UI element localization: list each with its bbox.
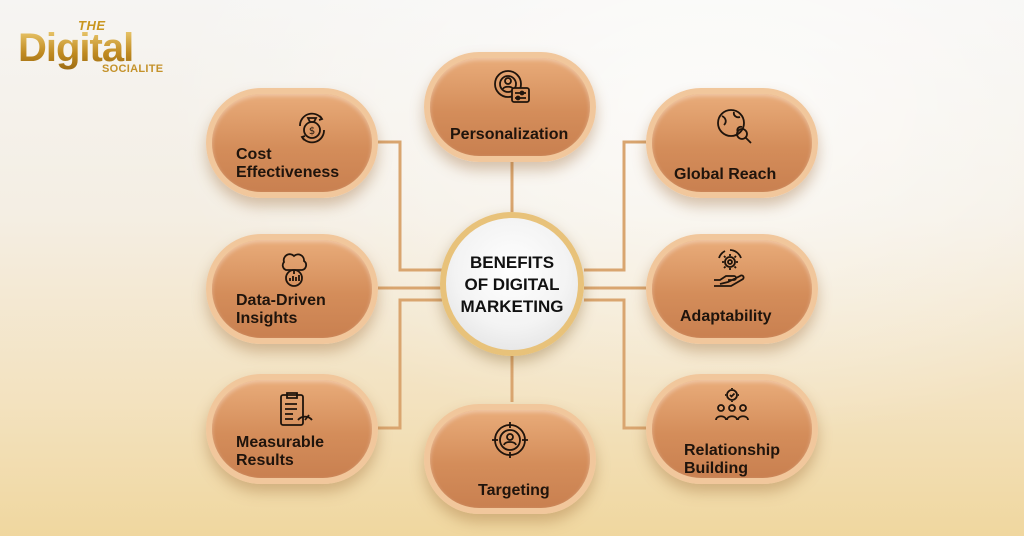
benefit-label-2: Effectiveness bbox=[236, 164, 340, 181]
benefit-label-1: Adaptability bbox=[680, 308, 772, 325]
center-line-1: BENEFITS bbox=[469, 253, 555, 272]
benefit-targeting[interactable]: Targeting bbox=[424, 404, 596, 514]
benefit-data-driven-insights[interactable]: Data-Driven Insights bbox=[206, 234, 378, 344]
brand-top: THE bbox=[78, 18, 106, 33]
benefit-label-2: Insights bbox=[236, 310, 298, 327]
target-user-icon bbox=[490, 420, 530, 460]
brand-main: Digital bbox=[18, 26, 134, 70]
brand-sub: SOCIALITE bbox=[102, 63, 164, 75]
benefit-personalization[interactable]: Personalization bbox=[424, 52, 596, 162]
benefit-label-1: Personalization bbox=[450, 126, 569, 143]
connector-measurable bbox=[378, 298, 442, 430]
benefit-cost-effectiveness[interactable]: $ Cost Effectiveness bbox=[206, 88, 378, 198]
center-title: BENEFITS OF DIGITAL MARKETING bbox=[446, 252, 578, 318]
cloud-chart-icon bbox=[274, 248, 314, 288]
benefit-relationship-building[interactable]: Relationship Building bbox=[646, 374, 818, 484]
benefit-label-2: Results bbox=[236, 452, 294, 469]
benefit-label-1: Targeting bbox=[478, 482, 550, 499]
benefit-adaptability[interactable]: Adaptability bbox=[646, 234, 818, 344]
benefit-label-2: Building bbox=[684, 460, 748, 477]
connector-global bbox=[584, 140, 646, 272]
globe-search-icon bbox=[714, 106, 754, 146]
connector-relationship bbox=[584, 298, 646, 430]
benefit-label-1: Relationship bbox=[684, 442, 781, 459]
benefit-label-1: Cost bbox=[236, 146, 272, 163]
center-line-3: MARKETING bbox=[460, 297, 564, 316]
benefit-label-1: Measurable bbox=[236, 434, 325, 451]
money-bag-cycle-icon: $ bbox=[292, 108, 332, 148]
clipboard-gauge-icon bbox=[276, 390, 316, 430]
connector-cost bbox=[378, 140, 442, 272]
center-line-2: OF DIGITAL bbox=[464, 275, 560, 294]
benefit-measurable-results[interactable]: Measurable Results bbox=[206, 374, 378, 484]
svg-text:$: $ bbox=[309, 126, 315, 137]
benefit-label-1: Global Reach bbox=[674, 166, 777, 183]
benefit-global-reach[interactable]: Global Reach bbox=[646, 88, 818, 198]
center-hub[interactable]: BENEFITS OF DIGITAL MARKETING bbox=[440, 212, 584, 356]
benefit-label-1: Data-Driven bbox=[236, 292, 326, 309]
brand-logo[interactable]: THE Digital SOCIALITE bbox=[18, 18, 168, 78]
user-settings-icon bbox=[492, 68, 532, 108]
gear-hand-icon bbox=[710, 248, 750, 288]
team-gear-icon bbox=[712, 386, 752, 426]
